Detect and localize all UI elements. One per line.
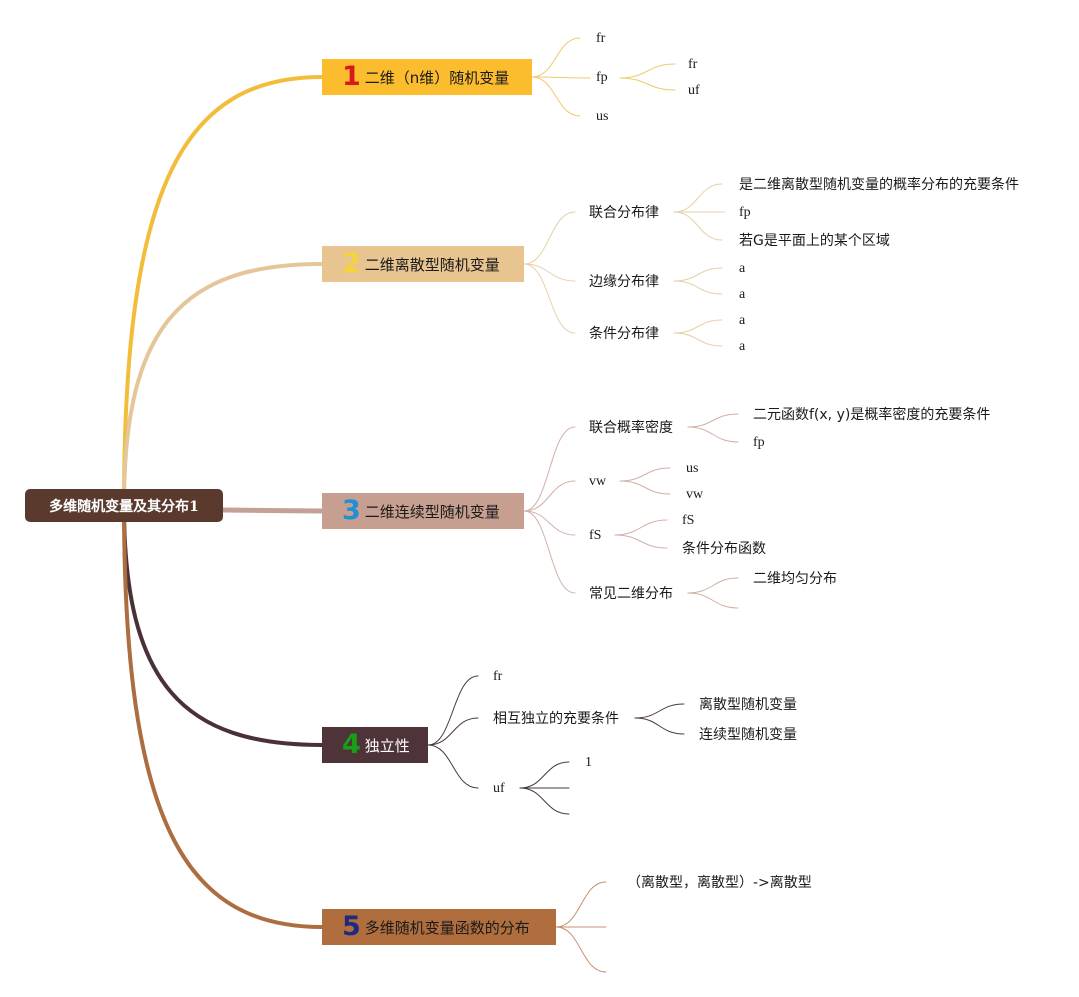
link-root-b5	[122, 503, 324, 929]
b3-fs-child-2[interactable]: 条件分布函数	[682, 541, 766, 557]
link-b4-cond	[427, 717, 479, 746]
link-b1fp-uf	[619, 77, 676, 91]
link-root-b1	[122, 75, 324, 507]
link-b2m-2	[673, 280, 723, 295]
link-b2c-1	[673, 319, 723, 334]
b2-marginal-child-2[interactable]: a	[739, 287, 746, 302]
link-b4c-2	[634, 717, 685, 735]
link-b3d-1	[687, 413, 739, 428]
b3-fs-child-1[interactable]: fS	[682, 513, 695, 528]
b1-child-us[interactable]: us	[596, 109, 609, 124]
b4-discrete-rv[interactable]: 离散型随机变量	[699, 697, 797, 713]
b1-child-fp[interactable]: fp	[596, 70, 608, 85]
link-b3-common	[523, 510, 576, 594]
branch-2-topic[interactable]: 2 二维离散型随机变量	[322, 246, 524, 282]
link-b2-joint	[523, 211, 576, 265]
link-b4c-1	[634, 703, 685, 719]
link-b4u-3	[519, 787, 570, 815]
link-b3d-2	[687, 426, 739, 443]
branch-3-label: 二维连续型随机变量	[364, 502, 500, 521]
b3-density-child-1[interactable]: 二元函数f(x, y)是概率密度的充要条件	[753, 407, 991, 423]
b4-independence-condition[interactable]: 相互独立的充要条件	[493, 711, 619, 727]
b1-fp-child-uf[interactable]: uf	[688, 83, 700, 98]
b3-common-distributions[interactable]: 常见二维分布	[589, 586, 673, 602]
link-b3u-1	[687, 577, 739, 594]
branch-1-topic[interactable]: 1 二维（n维）随机变量	[322, 59, 532, 95]
link-b2-marginal	[523, 263, 576, 282]
link-b3-density	[523, 426, 576, 512]
b2-marginal-child-1[interactable]: a	[739, 261, 746, 276]
b4-fr[interactable]: fr	[493, 669, 503, 684]
b1-fp-child-fr[interactable]: fr	[688, 57, 698, 72]
link-b5-1	[555, 881, 607, 928]
b2-conditional-child-2[interactable]: a	[739, 339, 746, 354]
b3-vw-child-2[interactable]: vw	[686, 487, 704, 502]
b4-continuous-rv[interactable]: 连续型随机变量	[699, 727, 797, 743]
link-b1fp-fr	[619, 63, 676, 79]
link-b2-conditional	[523, 263, 576, 334]
branch-5-label: 多维随机变量函数的分布	[364, 918, 530, 937]
link-b3f-1	[614, 519, 668, 536]
link-b5-3	[555, 926, 607, 973]
link-b2m-1	[673, 267, 723, 282]
number-2-icon: 2	[342, 248, 361, 279]
b2-conditional-child-1[interactable]: a	[739, 313, 746, 328]
link-root-b3	[220, 507, 325, 514]
root-topic[interactable]: 多维随机变量及其分布1	[25, 489, 223, 522]
link-b4u-1	[519, 761, 570, 789]
b3-fs[interactable]: fS	[589, 528, 602, 543]
link-b2c-2	[673, 332, 723, 347]
branch-4-label: 独立性	[364, 736, 410, 755]
b2-joint-child-2[interactable]: fp	[739, 205, 751, 220]
link-b1-us	[531, 76, 581, 117]
link-b4-fr	[427, 675, 479, 746]
link-b2j-3	[673, 211, 723, 241]
branch-3-topic[interactable]: 3 二维连续型随机变量	[322, 493, 524, 529]
link-b3-fs	[523, 510, 576, 536]
b2-joint-child-1[interactable]: 是二维离散型随机变量的概率分布的充要条件	[739, 177, 1019, 193]
b3-density-child-2[interactable]: fp	[753, 435, 765, 450]
link-b3-vw	[523, 480, 576, 512]
b2-marginal-distribution[interactable]: 边缘分布律	[589, 274, 659, 290]
b3-vw-child-1[interactable]: us	[686, 461, 699, 476]
link-root-b2	[122, 262, 324, 507]
link-b2j-1	[673, 183, 723, 213]
b2-joint-child-3[interactable]: 若G是平面上的某个区域	[739, 233, 890, 249]
b3-vw[interactable]: vw	[589, 474, 607, 489]
number-3-icon: 3	[342, 495, 361, 526]
branch-2-label: 二维离散型随机变量	[364, 255, 500, 274]
b2-conditional-distribution[interactable]: 条件分布律	[589, 326, 659, 342]
number-4-icon: 4	[342, 729, 361, 760]
b4-uf[interactable]: uf	[493, 781, 505, 796]
b1-child-fr[interactable]: fr	[596, 31, 606, 46]
b4-uf-child-1[interactable]: 1	[585, 755, 592, 770]
link-b3v-1	[619, 467, 671, 482]
link-b1-fr	[531, 37, 581, 78]
branch-4-topic[interactable]: 4 独立性	[322, 727, 428, 763]
link-b1-fp	[531, 76, 591, 79]
number-5-icon: 5	[342, 911, 361, 942]
link-b4-uf	[427, 744, 479, 789]
link-b3u-2	[687, 592, 739, 609]
link-root-b4	[122, 503, 324, 747]
b5-child-1[interactable]: （离散型，离散型）->离散型	[627, 875, 812, 891]
branch-5-topic[interactable]: 5 多维随机变量函数的分布	[322, 909, 556, 945]
b3-uniform-distribution[interactable]: 二维均匀分布	[753, 571, 837, 587]
link-b3f-2	[614, 534, 668, 549]
number-1-icon: 1	[342, 61, 361, 92]
b3-joint-density[interactable]: 联合概率密度	[589, 420, 673, 436]
branch-1-label: 二维（n维）随机变量	[364, 68, 510, 87]
link-b3v-2	[619, 480, 671, 495]
b2-joint-distribution[interactable]: 联合分布律	[589, 205, 659, 221]
